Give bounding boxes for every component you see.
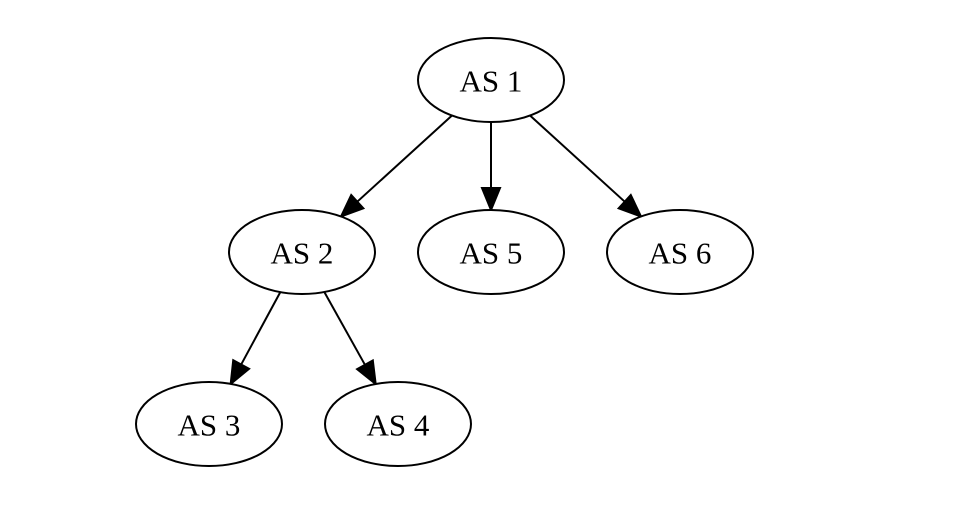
arrowhead-icon [339, 193, 366, 219]
edge-as1-as6 [529, 114, 643, 219]
arrowhead-icon [616, 193, 643, 219]
node-label: AS 5 [460, 236, 523, 271]
node-as5: AS 5 [417, 209, 565, 295]
nodes-layer: AS 1 AS 2 AS 5 AS 6 AS 3 AS 4 [135, 37, 754, 467]
edge-line [240, 291, 282, 366]
node-ellipse [228, 209, 376, 295]
node-ellipse [135, 381, 283, 467]
node-ellipse [417, 209, 565, 295]
edge-as1-as5 [480, 122, 502, 213]
edge-as1-as2 [339, 114, 453, 219]
node-label: AS 4 [367, 408, 430, 443]
arrowhead-icon [355, 358, 377, 387]
node-ellipse [417, 37, 565, 123]
node-label: AS 3 [178, 408, 241, 443]
edge-as2-as4 [323, 291, 377, 387]
node-as6: AS 6 [606, 209, 754, 295]
edge-line [356, 114, 453, 203]
edges-layer [229, 114, 643, 387]
node-as4: AS 4 [324, 381, 472, 467]
node-label: AS 1 [460, 64, 523, 99]
node-label: AS 6 [649, 236, 712, 271]
node-as1: AS 1 [417, 37, 565, 123]
arrowhead-icon [480, 187, 502, 213]
node-as3: AS 3 [135, 381, 283, 467]
edge-line [529, 114, 626, 203]
node-label: AS 2 [271, 236, 334, 271]
edge-as2-as3 [229, 291, 282, 387]
node-ellipse [324, 381, 472, 467]
edge-line [323, 291, 366, 366]
node-as2: AS 2 [228, 209, 376, 295]
arrowhead-icon [229, 358, 251, 387]
node-ellipse [606, 209, 754, 295]
